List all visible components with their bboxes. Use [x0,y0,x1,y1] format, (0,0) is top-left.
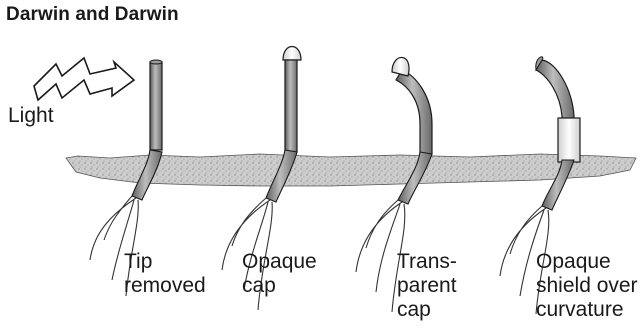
figure-title: Darwin and Darwin [6,4,179,26]
shield [558,118,580,162]
label-opaque-shield: Opaque shield over curvature [536,250,638,322]
light-label: Light [8,104,54,128]
stem [150,62,162,150]
label-opaque-cap: Opaque cap [242,250,317,298]
stem [396,70,432,154]
stem-top [150,60,162,64]
cap [392,57,409,76]
stem [285,60,297,152]
label-tip-removed: Tip removed [124,250,206,298]
cap [283,47,301,61]
label-transparent-cap: Trans- parent cap [397,250,457,322]
light-zigzag-arrow-icon [34,58,134,100]
